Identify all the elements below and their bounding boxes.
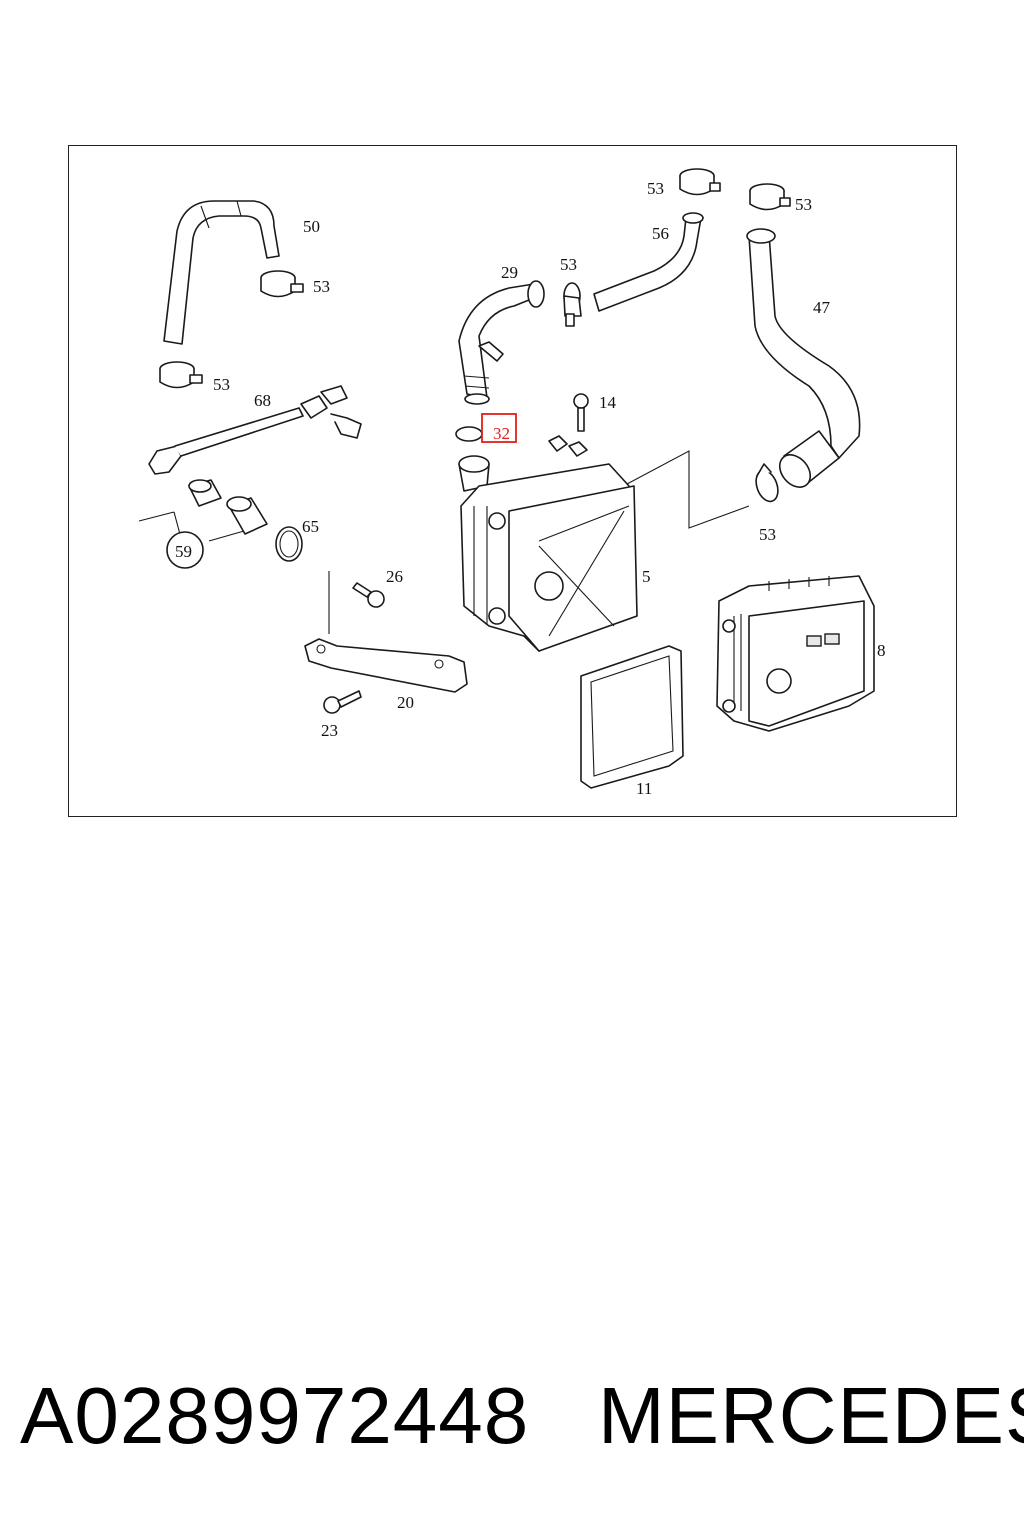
brand-name: MERCEDES (598, 1371, 1024, 1460)
callout-26: 26 (386, 567, 403, 586)
screw-23[interactable] (323, 690, 362, 714)
pipe-29[interactable] (458, 280, 545, 405)
footer: A0289972448 MERCEDES (0, 1370, 1024, 1480)
callout-47: 47 (813, 298, 831, 317)
clamp-53-f[interactable] (752, 463, 782, 504)
callout-20: 20 (397, 693, 414, 712)
callout-11: 11 (636, 779, 652, 798)
callout-53-d: 53 (647, 179, 664, 198)
highlight-box-32 (481, 413, 517, 443)
hose-47[interactable] (746, 228, 861, 493)
callout-53-e: 53 (795, 195, 812, 214)
cable-68[interactable] (148, 385, 362, 475)
callout-53-f: 53 (759, 525, 776, 544)
callout-23: 23 (321, 721, 338, 740)
connector-59[interactable] (138, 479, 268, 569)
callout-65: 65 (302, 517, 319, 536)
clamp-53-e[interactable] (749, 183, 791, 211)
callout-14: 14 (599, 393, 617, 412)
callout-53-a: 53 (313, 277, 330, 296)
callout-59: 59 (175, 542, 192, 561)
hose-56[interactable] (593, 212, 704, 312)
clamp-53-d[interactable] (679, 168, 721, 196)
callout-5: 5 (642, 567, 651, 586)
callout-53-c: 53 (560, 255, 577, 274)
callout-50: 50 (303, 217, 320, 236)
callout-29: 29 (501, 263, 518, 282)
module-8[interactable] (716, 575, 875, 732)
gasket-11[interactable] (580, 645, 684, 789)
clamp-53-a[interactable] (260, 270, 304, 298)
hose-50[interactable] (163, 200, 280, 345)
clamp-53-c[interactable] (563, 282, 582, 327)
callout-56: 56 (652, 224, 669, 243)
parts-diagram: 50 53 53 68 59 65 (68, 145, 957, 817)
callout-53-b: 53 (213, 375, 230, 394)
unit-5[interactable] (458, 435, 638, 652)
part-number: A0289972448 (20, 1371, 530, 1460)
seal-65[interactable] (275, 526, 303, 562)
leader-5 (626, 450, 750, 529)
clamp-53-b[interactable] (159, 361, 203, 389)
exploded-view: 50 53 53 68 59 65 (138, 168, 886, 798)
callout-32: 32 (493, 424, 510, 443)
callout-8: 8 (877, 641, 886, 660)
callout-68: 68 (254, 391, 271, 410)
o-ring-32[interactable] (455, 426, 483, 442)
bracket-20[interactable] (304, 571, 468, 693)
bolt-14[interactable] (573, 393, 589, 432)
screw-26[interactable] (352, 582, 385, 608)
